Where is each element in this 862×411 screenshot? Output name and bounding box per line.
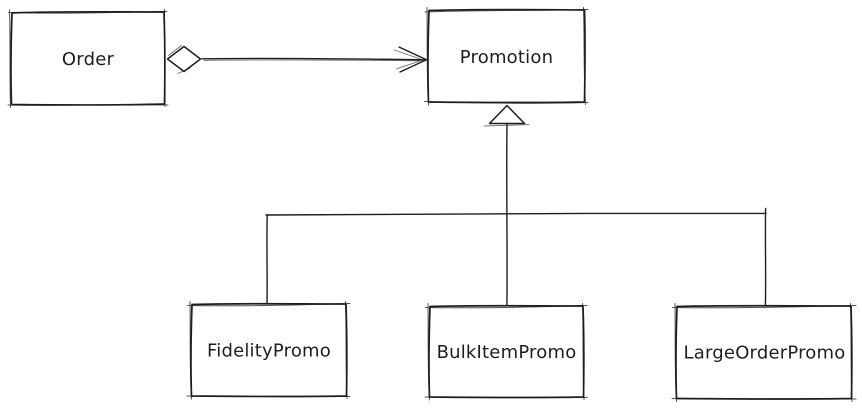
class-box-bulk-item-promo: BulkItemPromo	[424, 303, 588, 401]
promotion-label: Promotion	[460, 47, 553, 68]
edge-generalization-trunk	[484, 104, 530, 306]
order-label: Order	[62, 49, 115, 70]
open-arrowhead-icon	[398, 46, 429, 73]
class-box-large-order-promo: LargeOrderPromo	[671, 303, 857, 402]
generalization-triangle-icon	[488, 104, 526, 125]
bulk-item-promo-label: BulkItemPromo	[437, 342, 577, 363]
class-box-fidelity-promo: FidelityPromo	[186, 301, 351, 400]
fidelity-promo-label: FidelityPromo	[207, 341, 331, 362]
class-box-promotion: Promotion	[424, 7, 589, 106]
generalization-branch-lines	[265, 207, 767, 307]
branch-horizontal-line	[265, 212, 767, 216]
aggregation-diamond-icon	[166, 45, 202, 73]
aggregation-edge-line	[201, 57, 425, 61]
edge-order-to-promotion	[166, 45, 429, 74]
large-order-promo-label: LargeOrderPromo	[684, 343, 846, 364]
class-box-order: Order	[7, 9, 169, 108]
